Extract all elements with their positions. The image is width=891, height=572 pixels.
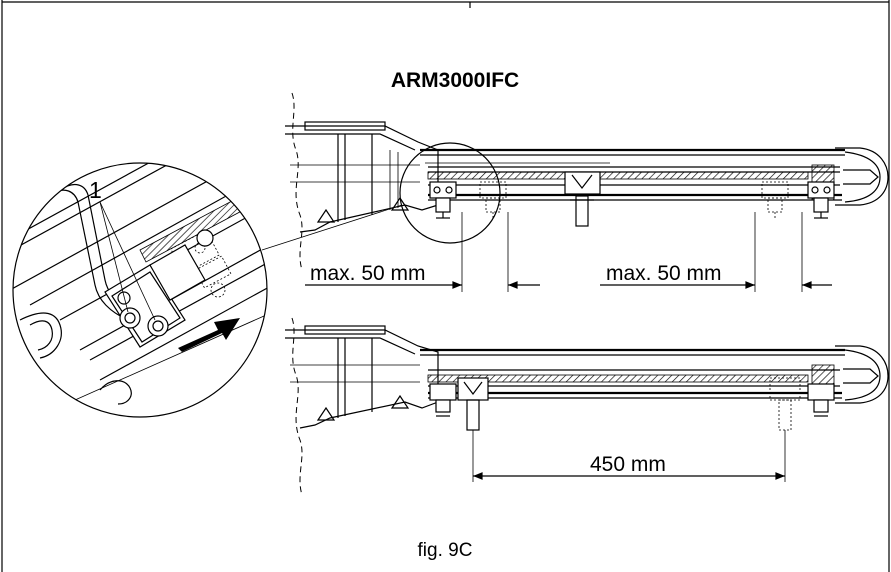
dimension-bottom: 450 mm [590, 453, 666, 476]
top-awning-arm-assembly [261, 92, 889, 271]
callout-leader-lines [99, 201, 156, 321]
dimension-top-left: max. 50 mm [310, 262, 426, 285]
bottom-awning-arm-assembly [285, 317, 889, 496]
magnified-detail [12, 162, 268, 418]
top-dimension-lines [305, 212, 832, 292]
diagram-title: ARM3000IFC [391, 69, 519, 92]
dimension-top-right: max. 50 mm [606, 262, 722, 285]
figure-caption: fig. 9C [418, 540, 473, 561]
callout-number: 1 [89, 177, 102, 203]
bottom-dimension-line [472, 430, 786, 482]
